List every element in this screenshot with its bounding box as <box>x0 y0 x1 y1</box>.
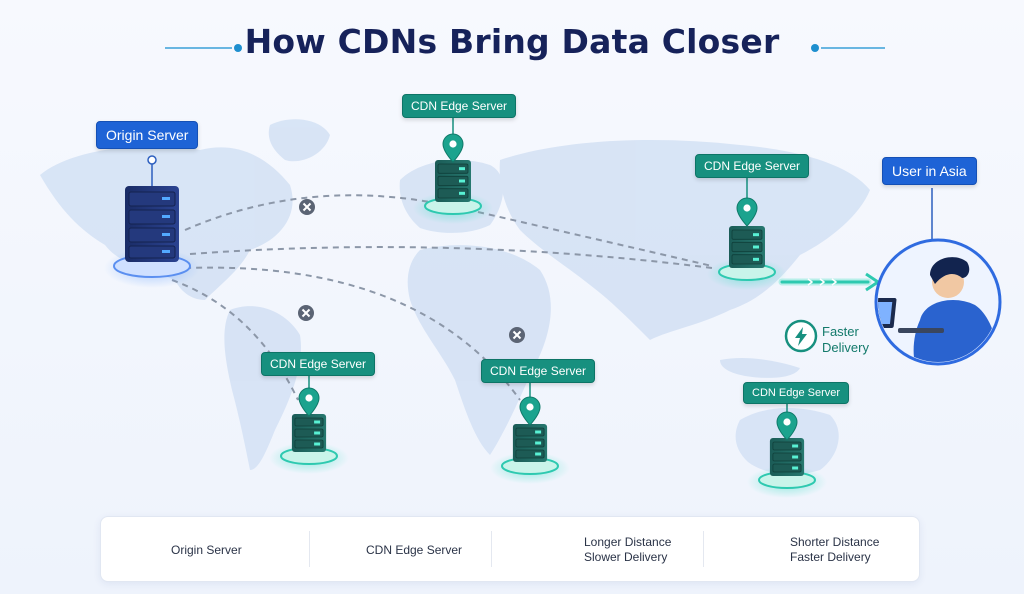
faster-delivery-callout: Faster Delivery <box>822 324 869 356</box>
legend-short-line2: Faster Delivery <box>790 550 871 564</box>
faster-delivery-line2: Delivery <box>822 340 869 355</box>
user-avatar <box>874 188 1002 366</box>
legend-separator <box>491 531 492 567</box>
origin-server-label: Origin Server <box>96 121 199 149</box>
close-icon <box>299 199 315 215</box>
legend-long-line1: Longer Distance <box>584 535 672 549</box>
edge-server-africa <box>490 383 570 484</box>
page-title: How CDNs Bring Data Closer <box>244 22 780 61</box>
fast-delivery-arrow <box>778 272 880 292</box>
lightning-icon <box>784 319 818 353</box>
legend-long-line2: Slower Delivery <box>584 550 668 564</box>
south-america-shape <box>224 306 301 470</box>
edge-server-australia <box>747 404 827 498</box>
edge-africa-label: CDN Edge Server <box>481 359 596 383</box>
legend-origin-label: Origin Server <box>171 543 242 557</box>
legend-separator <box>309 531 310 567</box>
server-rack-icon <box>729 226 765 268</box>
route-origin-south-america <box>171 279 299 401</box>
africa-shape <box>407 245 551 455</box>
edge-server-south-america <box>269 376 349 474</box>
location-pin-icon <box>298 387 320 417</box>
legend-longer-distance: Longer Distance Slower Delivery <box>584 535 671 565</box>
server-rack-icon <box>435 160 471 202</box>
legend-short-line1: Shorter Distance <box>790 535 880 549</box>
origin-server <box>104 155 200 288</box>
edge-server-asia <box>707 178 787 290</box>
location-pin-icon <box>736 197 758 227</box>
route-origin-asia <box>189 246 713 269</box>
close-icon <box>509 327 525 343</box>
legend-shorter-distance: Shorter Distance Faster Delivery <box>790 535 879 565</box>
edge-server-europe <box>413 118 493 224</box>
legend-edge-label: CDN Edge Server <box>366 543 463 557</box>
blocked-markers <box>298 199 525 343</box>
user-label: User in Asia <box>882 157 977 185</box>
edge-south-america-label: CDN Edge Server <box>261 352 376 376</box>
edge-asia-label: CDN Edge Server <box>695 154 810 178</box>
faster-delivery-line1: Faster <box>822 324 859 339</box>
asia-shape <box>499 140 870 340</box>
location-pin-icon <box>442 133 464 163</box>
title-decoration <box>165 44 885 52</box>
edge-europe-label: CDN Edge Server <box>402 94 517 118</box>
location-pin-icon <box>776 411 798 441</box>
legend: Origin Server CDN Edge Server Longer Dis… <box>100 516 920 582</box>
server-rack-icon <box>291 414 327 452</box>
route-origin-europe <box>184 194 431 231</box>
indonesia-shape <box>720 357 800 378</box>
route-europe-asia <box>477 211 713 267</box>
location-pin-icon <box>519 396 541 426</box>
server-rack-icon <box>512 424 548 462</box>
close-icon <box>298 305 314 321</box>
server-rack-icon <box>769 438 805 476</box>
greenland-shape <box>268 119 330 162</box>
legend-separator <box>703 531 704 567</box>
edge-australia-label: CDN Edge Server <box>743 382 850 404</box>
